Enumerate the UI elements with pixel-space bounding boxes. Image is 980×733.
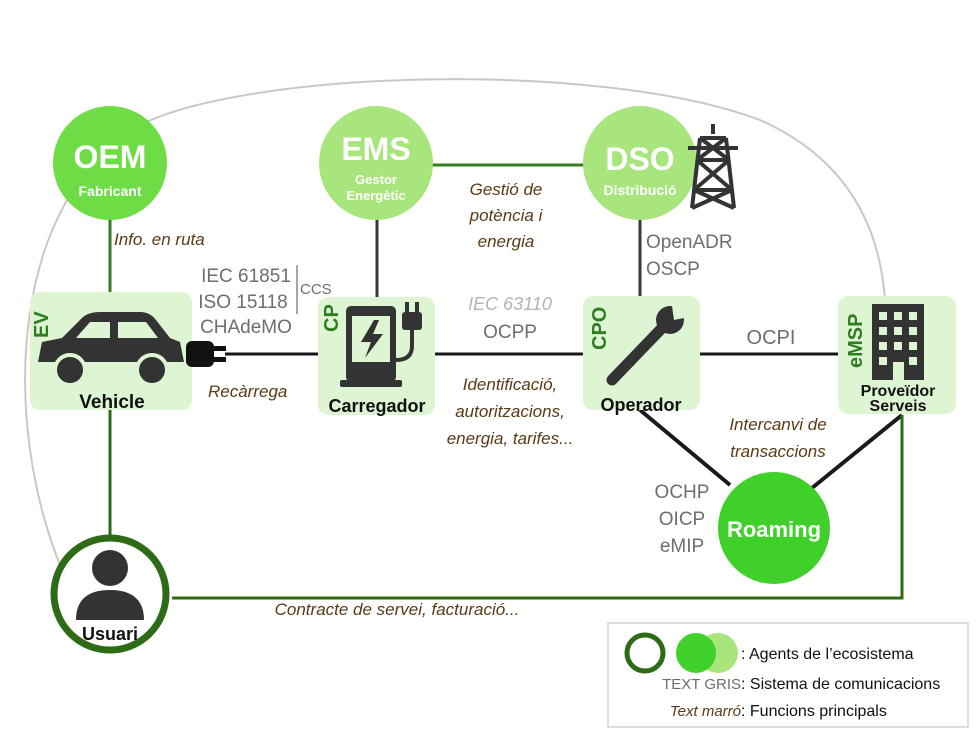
dso-cpo-protocol-1: OpenADR: [646, 232, 733, 253]
line-user-emsp: [172, 415, 904, 600]
ev-cp-function: Recàrrega: [208, 382, 287, 401]
roaming-protocol-2: OICP: [659, 509, 705, 530]
charger-icon: [340, 302, 422, 387]
ev-cp-protocol-3: CHAdeMO: [200, 317, 292, 338]
ev-label: Vehicle: [79, 392, 145, 413]
cpo-code: CPO: [589, 307, 611, 350]
protocol-labels: IEC 61851 ISO 15118 CHAdeMO CCS IEC 6311…: [198, 232, 795, 557]
legend-dark-circle: [624, 632, 666, 674]
line-cpo-roaming: [638, 408, 732, 487]
oem-title: OEM: [74, 139, 147, 175]
connections: [108, 163, 904, 600]
ccs-label: CCS: [300, 281, 332, 298]
oem-subtitle: Fabricant: [78, 183, 141, 199]
ev-code: EV: [31, 311, 53, 338]
legend-bright-circle: [676, 633, 716, 673]
user-node: Usuari: [50, 534, 170, 654]
ev-agent: EV Vehicle: [31, 311, 226, 413]
cp-cpo-function-2: autoritzacions,: [455, 402, 565, 421]
cpo-emsp-function-1: Intercanvi de: [729, 415, 826, 434]
oem-node: OEM Fabricant: [53, 106, 167, 220]
cp-cpo-function-3: energia, tarifes...: [447, 429, 574, 448]
cp-cpo-protocol: OCPP: [483, 322, 537, 343]
cp-code: CP: [321, 304, 343, 332]
ems-dso-function-2: potència i: [469, 206, 544, 225]
roaming-title: Roaming: [727, 517, 821, 542]
ems-dso-function-1: Gestió de: [470, 180, 543, 199]
ems-title: EMS: [341, 131, 410, 167]
legend: : Agents de l’ecosistema TEXT GRIS : Sis…: [607, 622, 969, 728]
cp-label: Carregador: [328, 396, 425, 416]
outer-arc: [24, 78, 886, 571]
line-emsp-roaming: [810, 413, 904, 490]
ev-cp-protocol-2: ISO 15118: [198, 292, 287, 313]
dso-node: DSO Distribució: [583, 106, 738, 220]
car-icon: [38, 312, 184, 387]
plug-icon: [186, 341, 226, 367]
cpo-emsp-protocol: OCPI: [747, 327, 796, 349]
ems-node: EMS Gestor Energètic: [319, 106, 433, 220]
roaming-protocol-1: OCHP: [655, 482, 710, 503]
legend-brown-sample: Text marró: [670, 703, 741, 720]
ems-subtitle-2: Energètic: [346, 188, 405, 203]
emsp-label-1: Proveïdor: [861, 383, 936, 400]
dso-subtitle: Distribució: [603, 182, 676, 198]
wrench-icon: [606, 302, 684, 386]
emsp-code: eMSP: [845, 314, 867, 368]
legend-brown-desc: : Funcions principals: [741, 703, 887, 720]
ems-subtitle-1: Gestor: [355, 172, 397, 187]
cpo-emsp-function-2: transaccions: [730, 442, 826, 461]
emsp-label-2: Serveis: [870, 398, 927, 415]
dso-cpo-protocol-2: OSCP: [646, 259, 700, 280]
oem-ev-function: Info. en ruta: [114, 230, 205, 249]
roaming-protocol-3: eMIP: [660, 536, 704, 557]
legend-box: [607, 622, 969, 728]
ems-dso-function-3: energia: [478, 232, 535, 251]
cp-agent: CP Carregador: [321, 302, 426, 416]
cpo-label: Operador: [600, 395, 681, 415]
ev-cp-protocol-1: IEC 61851: [201, 266, 291, 287]
legend-agents: : Agents de l’ecosistema: [741, 646, 914, 663]
user-label: Usuari: [82, 624, 138, 644]
cpo-agent: CPO Operador: [589, 302, 684, 415]
building-icon: [872, 304, 924, 380]
dso-title: DSO: [605, 141, 674, 177]
emsp-agent: eMSP Proveïdor Serveis: [845, 304, 935, 415]
pylon-icon: [688, 124, 738, 210]
legend-gray-sample: TEXT GRIS: [662, 676, 741, 693]
function-labels: Info. en ruta Recàrrega Gestió de potènc…: [114, 180, 827, 619]
cp-cpo-function-1: Identificació,: [463, 375, 558, 394]
roaming-node: Roaming: [718, 472, 830, 584]
cp-cpo-protocol-gray: IEC 63110: [468, 294, 552, 314]
user-emsp-function: Contracte de servei, facturació...: [275, 600, 520, 619]
legend-gray-desc: : Sistema de comunicacions: [741, 676, 940, 693]
user-icon: [76, 550, 144, 620]
